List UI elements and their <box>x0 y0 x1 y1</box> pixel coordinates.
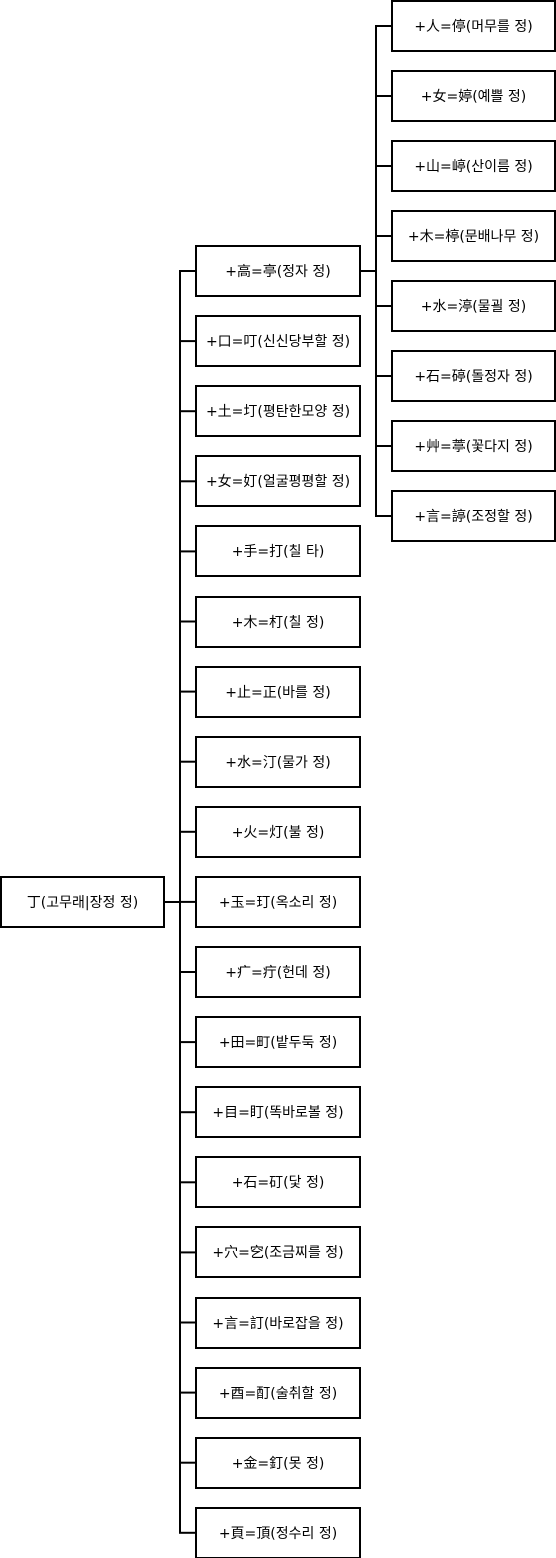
level1-node-1: +口=叮(신신당부할 정) <box>195 315 361 367</box>
level1-node-3-frame <box>195 455 361 507</box>
level1-node-12: +目=盯(똑바로볼 정) <box>195 1086 361 1138</box>
level1-node-15: +言=訂(바로잡을 정) <box>195 1297 361 1349</box>
level1-node-14-frame <box>195 1226 361 1278</box>
level1-node-7: +水=汀(물가 정) <box>195 736 361 788</box>
level2-node-3-label: +木=楟(문배나무 정) <box>408 228 539 245</box>
level1-node-9-label: +玉=玎(옥소리 정) <box>219 895 337 911</box>
level2-node-2: +山=嵉(산이름 정) <box>391 140 556 192</box>
level2-node-4-frame <box>391 280 556 332</box>
level2-node-6: +艸=葶(꽃다지 정) <box>391 420 556 472</box>
level1-node-6-frame <box>195 666 361 718</box>
level1-node-17-label: +金=釘(못 정) <box>232 1455 325 1472</box>
level1-node-9-frame <box>195 876 361 928</box>
level2-node-7-label: +言=諪(조정할 정) <box>414 508 532 525</box>
level2-node-5-frame <box>391 350 556 402</box>
level2-node-0: +人=停(머무를 정) <box>391 0 556 52</box>
level1-node-14: +穴=穵(조금찌를 정) <box>195 1226 361 1278</box>
level2-node-7-frame <box>391 490 556 542</box>
level1-node-1-frame <box>195 315 361 367</box>
level1-node-13-frame <box>195 1156 361 1208</box>
level1-node-10-label: +疒=疔(헌데 정) <box>225 965 330 981</box>
level1-node-0: +高=亭(정자 정) <box>195 245 361 297</box>
level2-node-2-label: +山=嵉(산이름 정) <box>414 158 532 175</box>
level1-node-2-frame <box>195 385 361 437</box>
level1-node-0-label: +高=亭(정자 정) <box>225 263 330 280</box>
level1-node-5-label: +木=朾(칠 정) <box>232 614 325 631</box>
level1-node-18-frame <box>195 1507 361 1558</box>
level2-node-2-frame <box>391 140 556 192</box>
level1-node-9: +玉=玎(옥소리 정) <box>195 876 361 928</box>
level2-node-7: +言=諪(조정할 정) <box>391 490 556 542</box>
level2-node-3: +木=楟(문배나무 정) <box>391 210 556 262</box>
level1-node-16-frame <box>195 1367 361 1419</box>
level2-node-1-frame <box>391 70 556 122</box>
level1-node-5-frame <box>195 596 361 648</box>
level2-node-5-label: +石=碠(돌정자 정) <box>414 368 532 385</box>
level1-node-11-label: +田=町(밭두둑 정) <box>219 1035 337 1051</box>
level1-node-16: +酉=酊(술취할 정) <box>195 1367 361 1419</box>
level1-node-18-label: +頁=頂(정수리 정) <box>219 1526 337 1542</box>
level1-node-3: +女=奵(얼굴평평할 정) <box>195 455 361 507</box>
level1-node-11: +田=町(밭두둑 정) <box>195 1016 361 1068</box>
level1-node-2: +土=圢(평탄한모양 정) <box>195 385 361 437</box>
root-node-frame <box>0 876 165 928</box>
level2-node-6-label: +艸=葶(꽃다지 정) <box>414 439 532 455</box>
level2-node-4-label: +水=渟(물괼 정) <box>421 298 526 315</box>
level1-node-15-label: +言=訂(바로잡을 정) <box>212 1316 343 1332</box>
level1-node-4: +手=打(칠 타) <box>195 525 361 577</box>
level1-node-4-label: +手=打(칠 타) <box>232 543 325 560</box>
level2-node-6-frame <box>391 420 556 472</box>
level1-node-16-label: +酉=酊(술취할 정) <box>219 1386 337 1402</box>
level1-node-5: +木=朾(칠 정) <box>195 596 361 648</box>
level1-node-6: +止=正(바를 정) <box>195 666 361 718</box>
level1-node-18: +頁=頂(정수리 정) <box>195 1507 361 1558</box>
level2-node-0-frame <box>391 0 556 52</box>
level1-node-17: +金=釘(못 정) <box>195 1437 361 1489</box>
level1-node-1-label: +口=叮(신신당부할 정) <box>206 334 350 350</box>
level1-node-12-label: +目=盯(똑바로볼 정) <box>212 1105 343 1121</box>
level1-node-13-label: +石=矴(닻 정) <box>232 1175 325 1191</box>
level1-node-3-label: +女=奵(얼굴평평할 정) <box>206 473 350 490</box>
level2-node-3-frame <box>391 210 556 262</box>
level1-node-7-frame <box>195 736 361 788</box>
root-node-label: 丁(고무래|장정 정) <box>27 895 138 911</box>
level1-node-12-frame <box>195 1086 361 1138</box>
root-node: 丁(고무래|장정 정) <box>0 876 165 928</box>
level1-node-15-frame <box>195 1297 361 1349</box>
level1-node-10: +疒=疔(헌데 정) <box>195 946 361 998</box>
level2-node-1: +女=婷(예쁠 정) <box>391 70 556 122</box>
level1-node-14-label: +穴=穵(조금찌를 정) <box>212 1245 343 1261</box>
level1-node-2-label: +土=圢(평탄한모양 정) <box>206 404 350 420</box>
level1-node-17-frame <box>195 1437 361 1489</box>
level2-node-5: +石=碠(돌정자 정) <box>391 350 556 402</box>
level1-node-0-frame <box>195 245 361 297</box>
level2-node-4: +水=渟(물괼 정) <box>391 280 556 332</box>
level1-node-8-label: +火=灯(불 정) <box>232 825 325 841</box>
level1-node-10-frame <box>195 946 361 998</box>
level1-node-4-frame <box>195 525 361 577</box>
level2-node-0-label: +人=停(머무를 정) <box>414 18 532 35</box>
level1-node-11-frame <box>195 1016 361 1068</box>
level1-node-7-label: +水=汀(물가 정) <box>225 755 330 771</box>
level1-node-8: +火=灯(불 정) <box>195 806 361 858</box>
level2-node-1-label: +女=婷(예쁠 정) <box>421 88 526 105</box>
level1-node-6-label: +止=正(바를 정) <box>225 685 330 701</box>
level1-node-8-frame <box>195 806 361 858</box>
level1-node-13: +石=矴(닻 정) <box>195 1156 361 1208</box>
